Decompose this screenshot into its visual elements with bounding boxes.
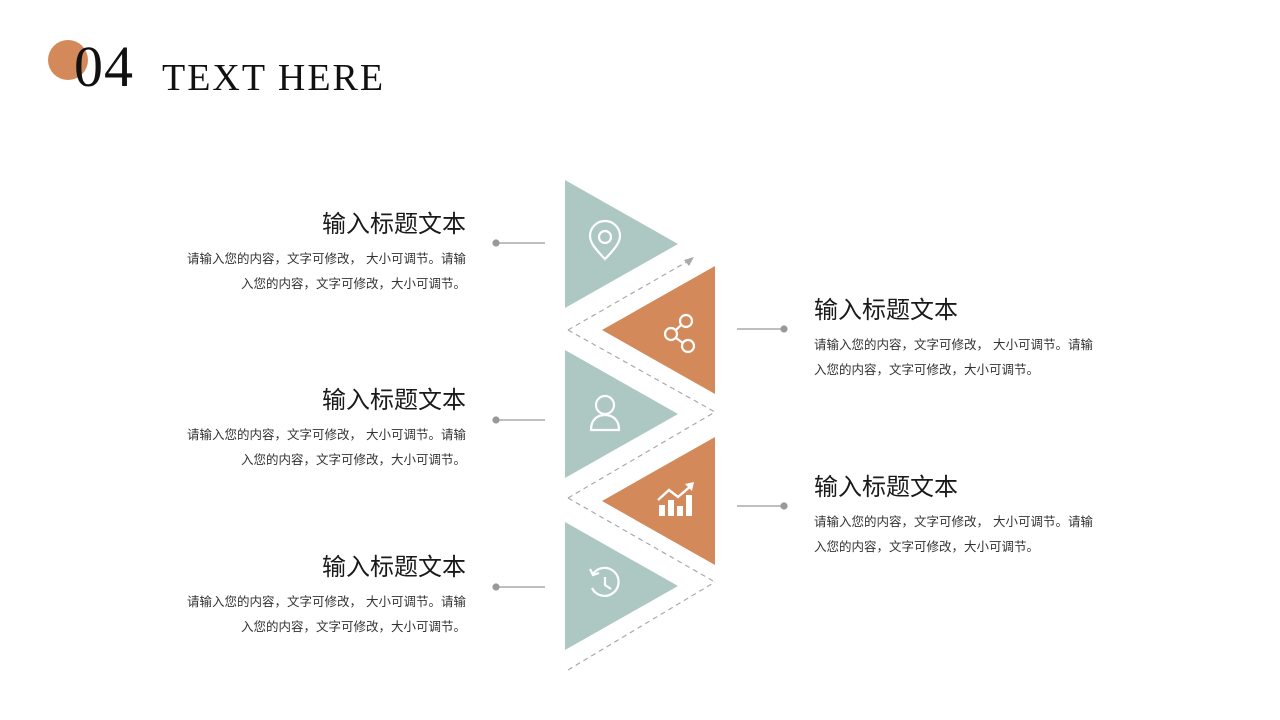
block-title: 输入标题文本 xyxy=(814,473,958,501)
block-title: 输入标题文本 xyxy=(322,210,466,238)
location-pin-icon xyxy=(588,219,622,261)
dashed-arrow-head xyxy=(684,257,694,266)
section-number: 04 xyxy=(74,34,134,99)
block-body: 请输入您的内容，文字可修改， 大小可调节。请输入您的内容，文字可修改，大小可调节… xyxy=(187,251,466,291)
triangle-4 xyxy=(602,437,715,565)
history-clock-icon xyxy=(589,566,620,597)
user-icon xyxy=(589,394,621,432)
triangle-3 xyxy=(565,350,678,478)
page-title: TEXT HERE xyxy=(162,57,386,99)
block-body: 请输入您的内容，文字可修改， 大小可调节。请输入您的内容，文字可修改，大小可调节… xyxy=(814,337,1093,377)
connectors xyxy=(492,239,788,591)
block-body: 请输入您的内容，文字可修改， 大小可调节。请输入您的内容，文字可修改，大小可调节… xyxy=(187,427,466,467)
block-title: 输入标题文本 xyxy=(322,553,466,581)
growth-chart-icon xyxy=(657,482,694,516)
text-block-5: 输入标题文本 请输入您的内容，文字可修改， 大小可调节。请输入您的内容，文字可修… xyxy=(186,551,466,639)
triangle-1 xyxy=(565,180,678,308)
text-block-3: 输入标题文本 请输入您的内容，文字可修改， 大小可调节。请输入您的内容，文字可修… xyxy=(186,384,466,472)
block-body: 请输入您的内容，文字可修改， 大小可调节。请输入您的内容，文字可修改，大小可调节… xyxy=(814,514,1093,554)
block-title: 输入标题文本 xyxy=(322,386,466,414)
text-block-4: 输入标题文本 请输入您的内容，文字可修改， 大小可调节。请输入您的内容，文字可修… xyxy=(814,471,1094,559)
triangle-2 xyxy=(602,266,715,394)
triangle-5 xyxy=(565,522,678,650)
block-body: 请输入您的内容，文字可修改， 大小可调节。请输入您的内容，文字可修改，大小可调节… xyxy=(187,594,466,634)
text-block-2: 输入标题文本 请输入您的内容，文字可修改， 大小可调节。请输入您的内容，文字可修… xyxy=(814,294,1094,382)
text-block-1: 输入标题文本 请输入您的内容，文字可修改， 大小可调节。请输入您的内容，文字可修… xyxy=(186,208,466,296)
block-title: 输入标题文本 xyxy=(814,296,958,324)
share-icon xyxy=(663,313,696,354)
header-accent-dot xyxy=(48,40,88,80)
dashed-zigzag xyxy=(567,259,716,671)
